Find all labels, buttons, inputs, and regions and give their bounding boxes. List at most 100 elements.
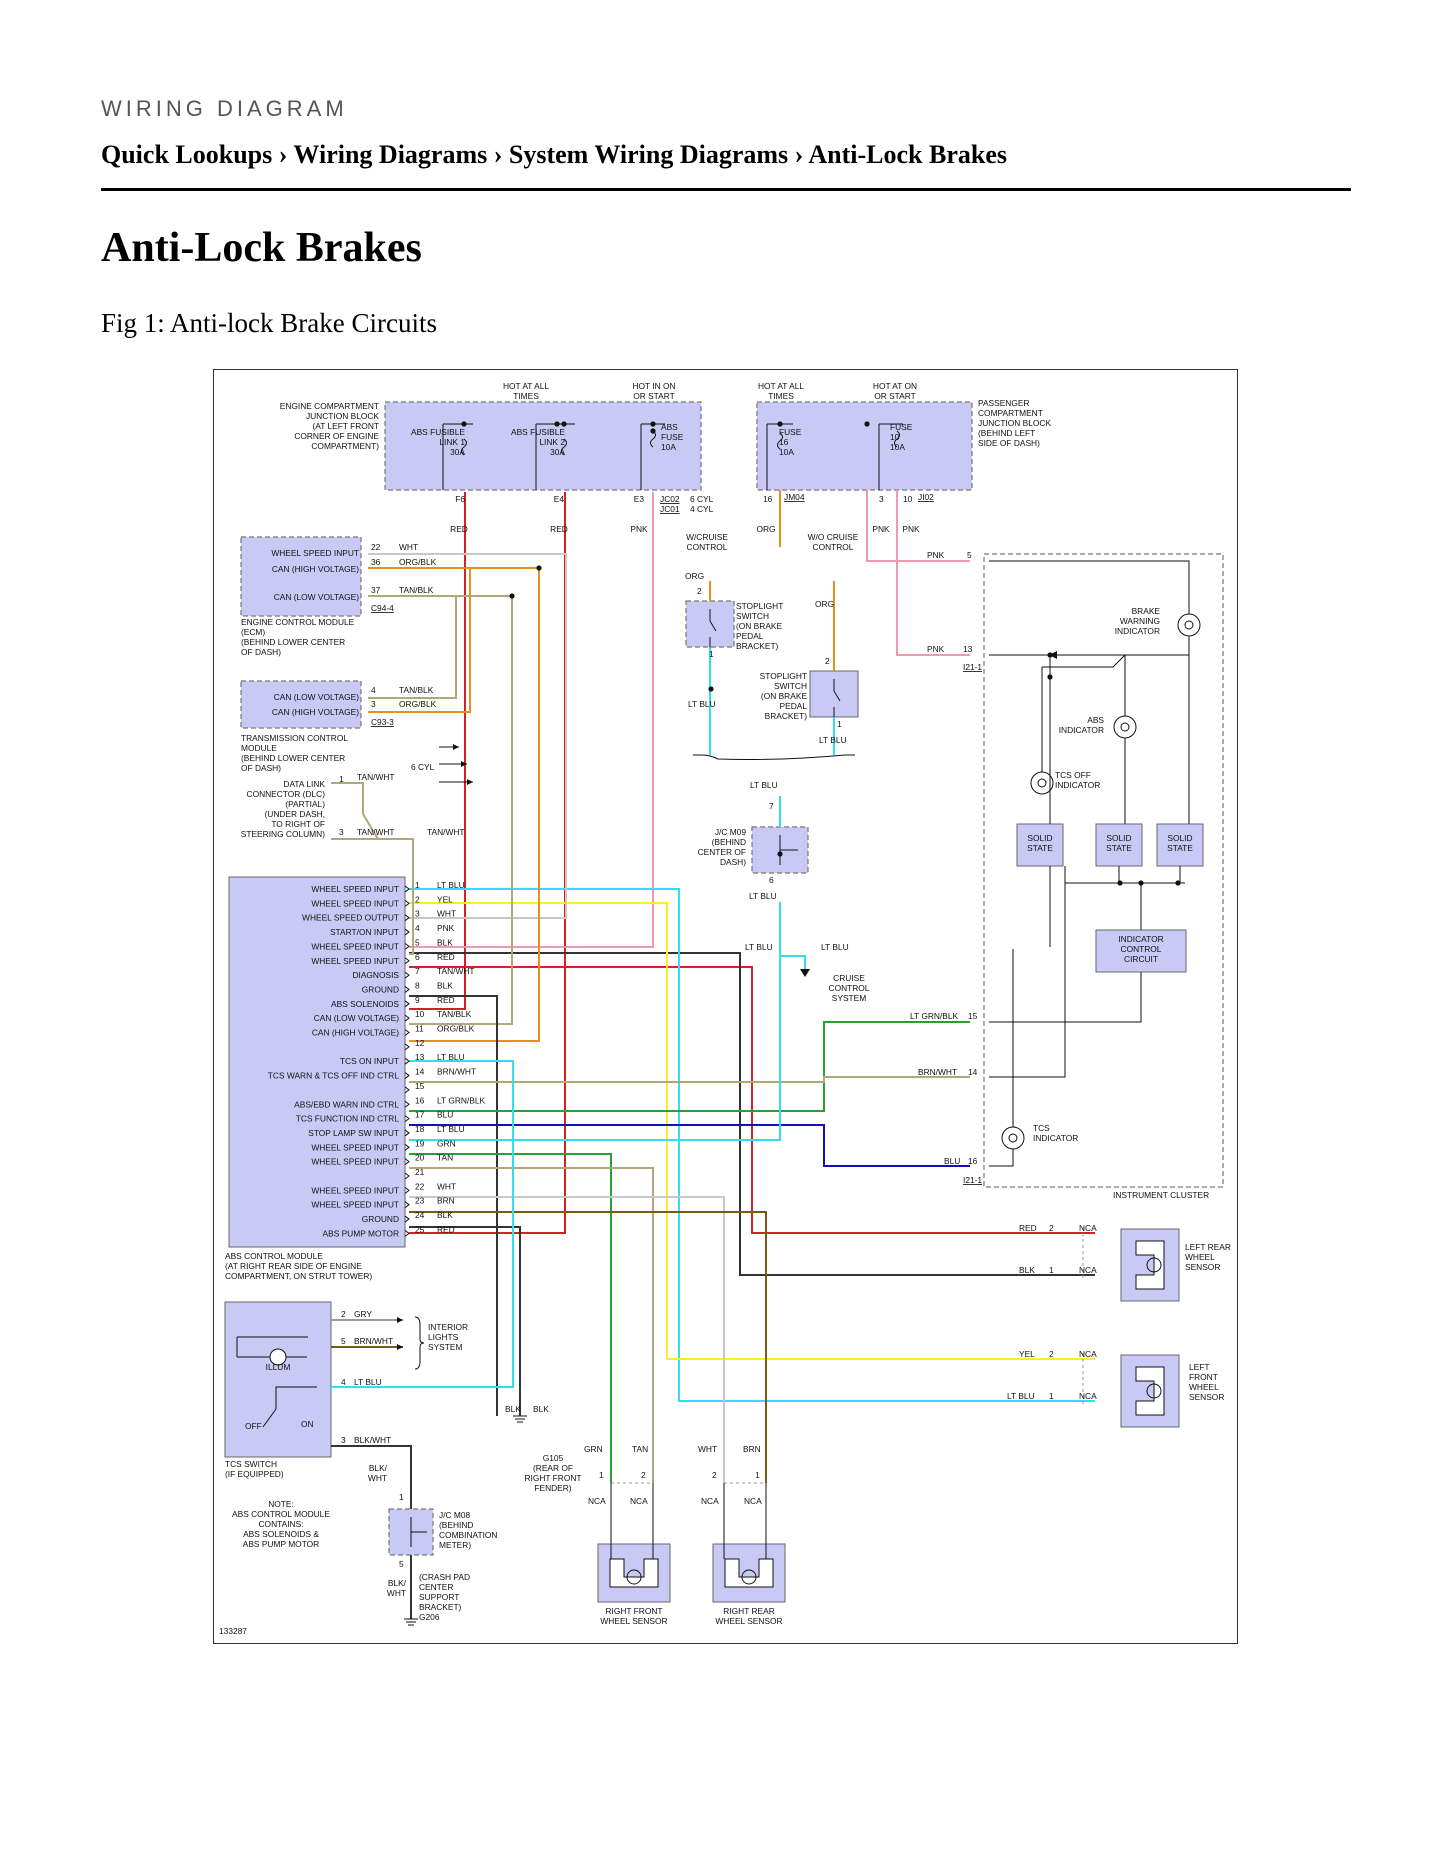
junction-dot-6 bbox=[864, 421, 870, 427]
rr-sensor-rotor bbox=[741, 1569, 757, 1585]
ecm-label-2: (BEHIND LOWER CENTER bbox=[241, 637, 345, 647]
tcm-label-2: (BEHIND LOWER CENTER bbox=[241, 753, 345, 763]
sw1-label-1: SWITCH bbox=[736, 611, 769, 621]
six-cyl: 6 CYL bbox=[690, 494, 714, 504]
abs-row-connector-7 bbox=[404, 971, 410, 979]
g206-3: BRACKET) bbox=[419, 1602, 462, 1612]
dlc-label-5: STEERING COLUMN) bbox=[241, 829, 325, 839]
abs-row-name-1: WHEEL SPEED INPUT bbox=[311, 884, 399, 894]
wire-red-abs-pump bbox=[409, 492, 566, 1234]
abs-row-wire-25: RED bbox=[437, 1224, 455, 1234]
pcjb-label-1: COMPARTMENT bbox=[978, 408, 1043, 418]
jcm08-2: COMBINATION bbox=[439, 1530, 497, 1540]
cluster-group: PNK 5 PNK 13 I21-1 BRAKE WARNING INDICAT… bbox=[910, 550, 1209, 1200]
abs-label-1: (AT RIGHT REAR SIDE OF ENGINE bbox=[225, 1261, 362, 1271]
tcs-pin-2: 4 bbox=[341, 1377, 346, 1387]
lf-3: SENSOR bbox=[1189, 1392, 1224, 1402]
abs-row-wire-10: TAN/BLK bbox=[437, 1009, 472, 1019]
ecm-wire-1: ORG/BLK bbox=[399, 557, 437, 567]
abs-row-connector-12 bbox=[404, 1043, 410, 1051]
cluster-ltgrn: LT GRN/BLK bbox=[910, 1011, 959, 1021]
abs-fuse-1: FUSE bbox=[661, 432, 684, 442]
wire-pnk-3: PNK bbox=[902, 524, 920, 534]
junction-dot-7 bbox=[536, 565, 542, 571]
pin-f6: F6 bbox=[455, 494, 465, 504]
abs-row-connector-24 bbox=[404, 1215, 410, 1223]
abs-row-wire-9: RED bbox=[437, 995, 455, 1005]
abs-row-pin-25: 25 bbox=[415, 1224, 425, 1234]
g105-3: FENDER) bbox=[534, 1483, 571, 1493]
sensor-splices bbox=[611, 1227, 1084, 1484]
rr-0: RIGHT REAR bbox=[723, 1606, 775, 1616]
ecjb-label-0: ENGINE COMPARTMENT bbox=[280, 401, 379, 411]
hot-all-times-2-l1: HOT AT ALL bbox=[758, 381, 804, 391]
ecm-row-1: CAN (HIGH VOLTAGE) bbox=[272, 564, 359, 574]
fuse-4 bbox=[894, 430, 900, 448]
dlc-label-0: DATA LINK bbox=[283, 779, 325, 789]
sensor-leads bbox=[610, 1483, 767, 1559]
ss3-1: STATE bbox=[1167, 843, 1193, 853]
ecm-wire-0: WHT bbox=[399, 542, 418, 552]
abs-row-pin-4: 4 bbox=[415, 923, 420, 933]
pin-10: 10 bbox=[903, 494, 913, 504]
rr-nca1: NCA bbox=[701, 1496, 719, 1506]
pcjb-bus bbox=[766, 423, 903, 490]
sw1-label-3: PEDAL bbox=[736, 631, 764, 641]
interior-arrows bbox=[397, 1317, 403, 1350]
breadcrumb[interactable]: Quick Lookups › Wiring Diagrams › System… bbox=[101, 140, 1007, 169]
wire-orange-can-high bbox=[368, 567, 540, 1042]
hot-at-on-l2: OR START bbox=[874, 391, 916, 401]
lr-nca1: NCA bbox=[1079, 1223, 1097, 1233]
tcs-indicator-lamp bbox=[1001, 1126, 1025, 1150]
symbol-layer bbox=[236, 421, 1201, 1626]
icc-1: CONTROL bbox=[1121, 944, 1162, 954]
wire-red-lr-sensor bbox=[409, 966, 1095, 1234]
abs-row-pin-16: 16 bbox=[415, 1095, 425, 1105]
hot-all-times-2-l2: TIMES bbox=[768, 391, 794, 401]
tcm-label-0: TRANSMISSION CONTROL bbox=[241, 733, 348, 743]
abs-row-name-19: WHEEL SPEED INPUT bbox=[311, 1142, 399, 1152]
lf-ltblu: LT BLU bbox=[1007, 1391, 1035, 1401]
sw2-label-4: BRACKET) bbox=[765, 711, 808, 721]
abs-row-wire-24: BLK bbox=[437, 1210, 453, 1220]
abs-row-wire-2: YEL bbox=[437, 894, 453, 904]
pin-3: 3 bbox=[879, 494, 884, 504]
jcm09-pin7: 7 bbox=[769, 801, 774, 811]
sw1-label-2: (ON BRAKE bbox=[736, 621, 782, 631]
wire-ltblu-lf-sensor bbox=[409, 888, 1095, 1402]
tcm-box bbox=[240, 680, 362, 729]
fuse-link1-1: LINK 1 bbox=[439, 437, 465, 447]
jcm08-pin5: 5 bbox=[399, 1559, 404, 1569]
conn-jc02: JC02 bbox=[660, 494, 680, 504]
dlc-label-3: (UNDER DASH, bbox=[265, 809, 326, 819]
abs-row-name-20: WHEEL SPEED INPUT bbox=[311, 1157, 399, 1167]
cluster-p14: 14 bbox=[968, 1067, 978, 1077]
abs-row-name-4: START/ON INPUT bbox=[330, 927, 399, 937]
jcm09-label-0: J/C M09 bbox=[715, 827, 747, 837]
jcm08-0: J/C M08 bbox=[439, 1510, 471, 1520]
tcm-row-1: CAN (HIGH VOLTAGE) bbox=[272, 707, 359, 717]
rr-brn: BRN bbox=[743, 1444, 761, 1454]
wire-blue-cluster bbox=[409, 1124, 970, 1167]
tcs-wire-0: GRY bbox=[354, 1309, 372, 1319]
abs-row-pin-19: 19 bbox=[415, 1138, 425, 1148]
abs-module-label: ABS CONTROL MODULE (AT RIGHT REAR SIDE O… bbox=[225, 1251, 372, 1281]
abs-row-name-5: WHEEL SPEED INPUT bbox=[311, 941, 399, 951]
wire-brown-rr bbox=[409, 1211, 767, 1483]
abs-row-name-10: CAN (LOW VOLTAGE) bbox=[314, 1013, 400, 1023]
ecjb-label-4: COMPARTMENT) bbox=[311, 441, 379, 451]
blkwht-1a: BLK/ bbox=[369, 1463, 388, 1473]
brake-warn-1: WARNING bbox=[1120, 616, 1160, 626]
wire-green-rf bbox=[409, 1153, 612, 1483]
interior-brace bbox=[414, 1316, 425, 1370]
sw2-label-3: PEDAL bbox=[780, 701, 808, 711]
sw1-contacts bbox=[709, 609, 717, 648]
sw2-pin2: 2 bbox=[825, 656, 830, 666]
abs-row-connector-25 bbox=[404, 1230, 410, 1237]
wire-black-lr-sensor bbox=[409, 952, 1095, 1276]
fuse16-2: 10A bbox=[779, 447, 794, 457]
abs-row-connector-21 bbox=[404, 1172, 410, 1180]
abs-row-name-7: DIAGNOSIS bbox=[352, 970, 399, 980]
wire-blkwht-jcm08 bbox=[331, 1445, 412, 1509]
abs-row-wire-6: RED bbox=[437, 952, 455, 962]
